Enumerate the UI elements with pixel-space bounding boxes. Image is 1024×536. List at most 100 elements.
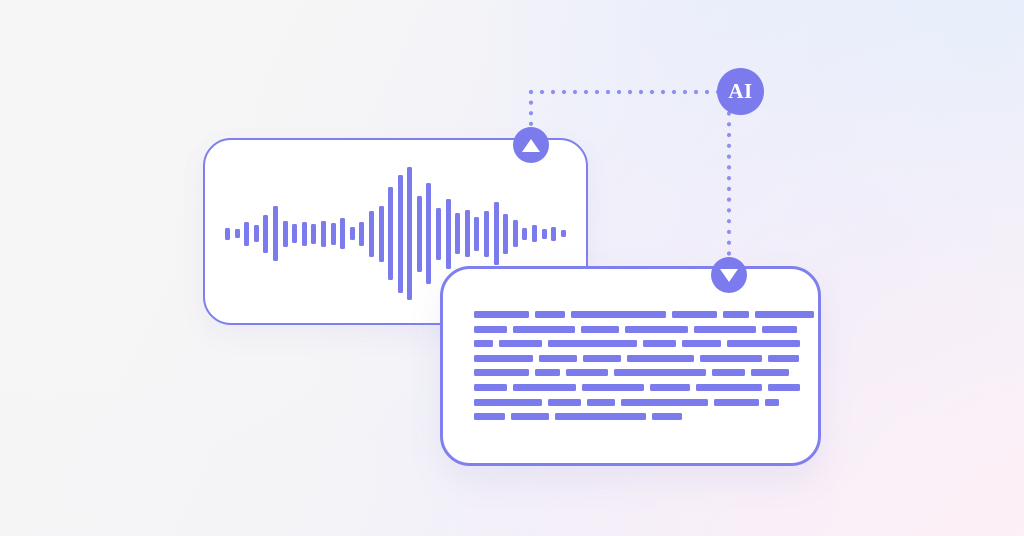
transcript-word — [513, 325, 575, 333]
transcript-word — [682, 340, 721, 348]
transcript-line — [474, 369, 794, 377]
connector-dot — [682, 89, 688, 95]
connector-dot — [726, 219, 732, 224]
connector-dot — [528, 100, 534, 105]
connector-dot — [726, 208, 732, 213]
ai-badge-label: AI — [728, 79, 753, 103]
transcript-word — [768, 383, 800, 391]
transcript-line — [474, 325, 797, 333]
waveform-bar — [551, 226, 557, 241]
connector-dot — [528, 89, 534, 95]
transcript-word — [535, 311, 565, 318]
transcript-word — [712, 369, 745, 377]
transcript-word — [583, 354, 621, 362]
waveform-bar — [253, 225, 259, 242]
transcript-word — [652, 413, 682, 421]
triangle-down-badge[interactable] — [711, 257, 747, 293]
connector-dot — [726, 251, 732, 256]
connector-dot — [594, 89, 600, 95]
transcript-line — [474, 398, 794, 406]
connector-dot — [726, 197, 732, 202]
waveform-bar — [263, 214, 269, 253]
waveform-bar — [292, 224, 298, 243]
transcript-word — [555, 413, 646, 421]
connector-dot — [528, 121, 534, 126]
connector-dot — [528, 111, 534, 116]
transcript-text-lines — [474, 311, 814, 421]
transcript-word — [614, 369, 706, 377]
transcript-word — [768, 354, 799, 362]
waveform-bar — [541, 228, 547, 239]
connector-dot — [583, 89, 589, 95]
transcript-word — [539, 354, 577, 362]
transcript-word — [474, 340, 493, 348]
transcript-card[interactable] — [440, 266, 821, 466]
transcript-word — [548, 340, 637, 348]
waveform-bar — [455, 213, 461, 254]
transcript-word — [499, 340, 542, 348]
waveform-bar — [225, 227, 230, 240]
waveform-bar — [378, 205, 384, 262]
transcript-word — [621, 398, 708, 406]
waveform-bar — [234, 229, 240, 238]
transcript-word — [474, 325, 507, 333]
transcript-word — [627, 354, 694, 362]
transcript-word — [762, 325, 797, 333]
connector-dot — [649, 89, 655, 95]
transcript-word — [765, 398, 779, 406]
transcript-word — [694, 325, 756, 333]
connector-dot — [660, 89, 666, 95]
waveform-bar — [359, 221, 365, 246]
connector-dot — [550, 89, 556, 95]
connector-dot — [616, 89, 622, 95]
waveform-bar — [493, 202, 499, 265]
transcript-line — [474, 311, 814, 318]
transcript-line — [474, 340, 800, 348]
transcript-line — [474, 413, 794, 421]
connector-dot — [704, 89, 710, 95]
transcript-word — [751, 369, 789, 377]
transcript-word — [535, 369, 560, 377]
waveform-bar — [407, 167, 413, 300]
transcript-word — [571, 311, 666, 318]
waveform-bar — [301, 221, 307, 246]
transcript-word — [672, 311, 717, 318]
audio-waveform — [225, 140, 570, 327]
triangle-up-badge[interactable] — [513, 127, 549, 163]
transcript-word — [582, 383, 644, 391]
waveform-bar — [388, 187, 394, 280]
connector-dot — [726, 143, 732, 148]
ai-badge[interactable]: AI — [717, 68, 764, 115]
connector-dot — [726, 229, 732, 235]
waveform-bar — [532, 225, 537, 242]
waveform-bar — [512, 220, 518, 247]
connector-dot — [671, 89, 677, 95]
connector-dot — [693, 89, 699, 95]
triangle-down-icon — [720, 268, 738, 282]
connector-dot — [638, 89, 644, 95]
transcript-word — [700, 354, 762, 362]
transcript-word — [723, 311, 749, 318]
waveform-bar — [522, 227, 528, 240]
transcript-line — [474, 354, 799, 362]
waveform-bar — [445, 198, 451, 269]
transcript-word — [727, 340, 800, 348]
transcript-line — [474, 383, 800, 391]
transcript-word — [474, 369, 529, 377]
connector-dot — [726, 132, 732, 138]
transcript-word — [650, 383, 690, 391]
waveform-bar — [397, 174, 403, 293]
waveform-bar — [436, 207, 442, 260]
waveform-bar — [416, 195, 422, 272]
waveform-bar — [368, 210, 374, 257]
connector-dot — [726, 240, 732, 245]
transcript-word — [643, 340, 676, 348]
connector-dot — [726, 186, 732, 191]
connector-dot — [539, 89, 545, 95]
transcript-word — [625, 325, 688, 333]
connector-dot — [605, 89, 611, 95]
transcript-word — [474, 311, 529, 318]
transcript-word — [587, 398, 615, 406]
connector-dot — [726, 122, 732, 127]
